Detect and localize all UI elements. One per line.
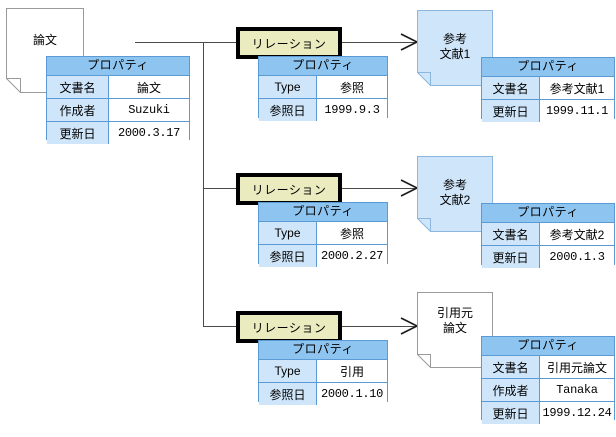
row-value: 論文: [109, 76, 189, 98]
table-header: プロパティ: [47, 57, 189, 76]
target-document-3-caption-line1: 引用元: [436, 306, 473, 320]
row-value: 2000.2.27: [317, 245, 387, 267]
table-row: 文書名 参考文献1: [482, 77, 614, 100]
table-row: 更新日 2000.1.3: [482, 246, 614, 268]
target-document-3-shape: 引用元 論文: [417, 292, 493, 368]
table-row: 参照日 2000.1.10: [259, 383, 387, 405]
trunk-vertical-line: [203, 42, 204, 327]
target-document-1-property-table: プロパティ 文書名 参考文献1 更新日 1999.11.1: [481, 57, 615, 122]
row-key: 作成者: [482, 379, 540, 401]
table-row: 作成者 Suzuki: [47, 99, 189, 122]
relation-label: リレーション: [251, 320, 327, 335]
target-document-1-page-icon: [417, 10, 493, 86]
row-value: 2000.3.17: [109, 122, 189, 144]
target-document-2-page-icon: [417, 156, 493, 232]
row-value: 引用: [317, 360, 387, 382]
row-value: 引用元論文: [540, 356, 614, 378]
row-value: 参照: [317, 222, 387, 244]
row-key: 文書名: [47, 76, 109, 98]
row-value: 1999.12.24: [540, 402, 614, 424]
row-value: 参考文献1: [540, 77, 614, 99]
source-document-caption: 論文: [32, 33, 57, 47]
target-document-1-shape: 参考 文献1: [417, 10, 493, 86]
branch-line-2: [203, 188, 240, 189]
row-value: Tanaka: [540, 379, 614, 401]
table-row: 作成者 Tanaka: [482, 379, 614, 402]
row-key: 更新日: [482, 246, 540, 268]
table-row: Type 引用: [259, 360, 387, 383]
target-document-2-caption-line1: 参考: [442, 178, 467, 192]
row-value: 参照: [317, 76, 387, 98]
table-row: 更新日 1999.11.1: [482, 100, 614, 122]
row-key: 更新日: [482, 402, 540, 424]
arrow-line-1: [340, 42, 416, 43]
table-header: プロパティ: [259, 341, 387, 360]
row-key: Type: [259, 76, 317, 98]
row-value: 1999.9.3: [317, 99, 387, 121]
row-value: 2000.1.3: [540, 246, 614, 268]
row-key: 参照日: [259, 383, 317, 405]
table-header: プロパティ: [259, 57, 387, 76]
target-document-3-page-icon: [417, 292, 493, 368]
target-document-2-shape: 参考 文献2: [417, 156, 493, 232]
row-key: 作成者: [47, 99, 109, 121]
arrow-line-3: [340, 326, 416, 327]
branch-line-3: [203, 326, 240, 327]
row-key: 文書名: [482, 77, 540, 99]
row-value: 参考文献2: [540, 223, 614, 245]
row-key: 参照日: [259, 245, 317, 267]
table-header: プロパティ: [482, 204, 614, 223]
relation-1-property-table: プロパティ Type 参照 参照日 1999.9.3: [258, 56, 388, 121]
relation-2-property-table: プロパティ Type 参照 参照日 2000.2.27: [258, 202, 388, 267]
target-document-3-caption-line2: 論文: [442, 321, 467, 335]
table-row: 更新日 1999.12.24: [482, 402, 614, 424]
table-header: プロパティ: [259, 203, 387, 222]
relation-box-1[interactable]: リレーション: [236, 27, 342, 59]
table-row: 参照日 2000.2.27: [259, 245, 387, 267]
row-value: 1999.11.1: [540, 100, 614, 122]
row-key: 更新日: [482, 100, 540, 122]
source-document-property-table: プロパティ 文書名 論文 作成者 Suzuki 更新日 2000.3.17: [46, 56, 190, 144]
row-key: Type: [259, 222, 317, 244]
table-row: 更新日 2000.3.17: [47, 122, 189, 144]
row-key: Type: [259, 360, 317, 382]
target-document-3-property-table: プロパティ 文書名 引用元論文 作成者 Tanaka 更新日 1999.12.2…: [481, 336, 615, 424]
table-header: プロパティ: [482, 337, 614, 356]
arrow-line-2: [340, 188, 416, 189]
table-row: 文書名 論文: [47, 76, 189, 99]
relation-box-3[interactable]: リレーション: [236, 311, 342, 343]
table-row: Type 参照: [259, 222, 387, 245]
row-key: 文書名: [482, 356, 540, 378]
target-document-2-property-table: プロパティ 文書名 参考文献2 更新日 2000.1.3: [481, 203, 615, 268]
target-document-1-caption-line1: 参考: [442, 32, 467, 46]
relation-label: リレーション: [251, 182, 327, 197]
relation-3-property-table: プロパティ Type 引用 参照日 2000.1.10: [258, 340, 388, 405]
table-row: 文書名 引用元論文: [482, 356, 614, 379]
table-header: プロパティ: [482, 58, 614, 77]
row-key: 参照日: [259, 99, 317, 121]
branch-line-1: [135, 42, 240, 43]
table-row: Type 参照: [259, 76, 387, 99]
row-value: Suzuki: [109, 99, 189, 121]
target-document-2-caption-line2: 文献2: [439, 193, 471, 207]
row-key: 文書名: [482, 223, 540, 245]
relation-label: リレーション: [251, 36, 327, 51]
table-row: 文書名 参考文献2: [482, 223, 614, 246]
table-row: 参照日 1999.9.3: [259, 99, 387, 121]
row-value: 2000.1.10: [317, 383, 387, 405]
relation-box-2[interactable]: リレーション: [236, 173, 342, 205]
row-key: 更新日: [47, 122, 109, 144]
target-document-1-caption-line2: 文献1: [439, 47, 471, 61]
